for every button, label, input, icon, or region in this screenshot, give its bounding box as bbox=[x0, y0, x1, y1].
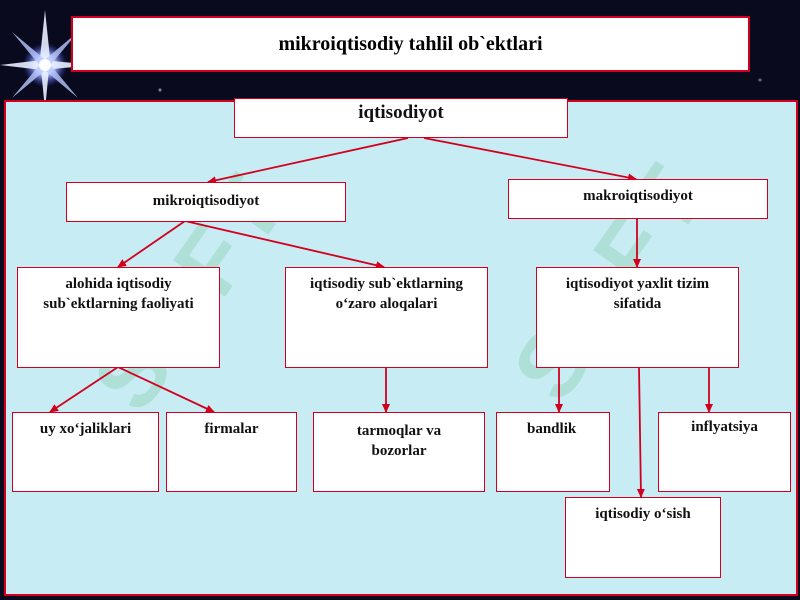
node-iqtisodiyot: iqtisodiyot bbox=[234, 98, 568, 138]
node-ozaro-aloqalari: iqtisodiy sub`ektlarning o‘zaro aloqalar… bbox=[285, 267, 488, 368]
slide-title: mikroiqtisodiy tahlil ob`ektlari bbox=[71, 16, 750, 72]
node-inflyatsiya: inflyatsiya bbox=[658, 412, 791, 492]
link-individual-households bbox=[49, 366, 119, 413]
node-firmalar: firmalar bbox=[166, 412, 297, 492]
node-iqtisodiy-osish: iqtisodiy o‘sish bbox=[565, 497, 721, 578]
link-root-macro bbox=[423, 137, 637, 182]
node-makroiqtisodiyot: makroiqtisodiyot bbox=[508, 179, 768, 219]
link-micro-individual bbox=[117, 220, 186, 268]
link-micro-interrelations bbox=[184, 220, 385, 270]
node-bandlik: bandlik bbox=[496, 412, 610, 492]
star-sparkle-icon bbox=[0, 10, 95, 110]
node-uy-xojaliklari: uy xo‘jaliklari bbox=[12, 412, 159, 492]
node-tarmoqlar-bozorlar: tarmoqlar va bozorlar bbox=[313, 412, 485, 492]
link-individual-firms bbox=[117, 366, 215, 413]
link-root-micro bbox=[207, 137, 409, 185]
link-system-growth bbox=[636, 366, 645, 498]
node-mikroiqtisodiyot: mikroiqtisodiyot bbox=[66, 182, 346, 222]
node-alohida-iqtisodiy: alohida iqtisodiy sub`ektlarning faoliya… bbox=[17, 267, 220, 368]
node-yaxlit-tizim: iqtisodiyot yaxlit tizim sifatida bbox=[536, 267, 739, 368]
